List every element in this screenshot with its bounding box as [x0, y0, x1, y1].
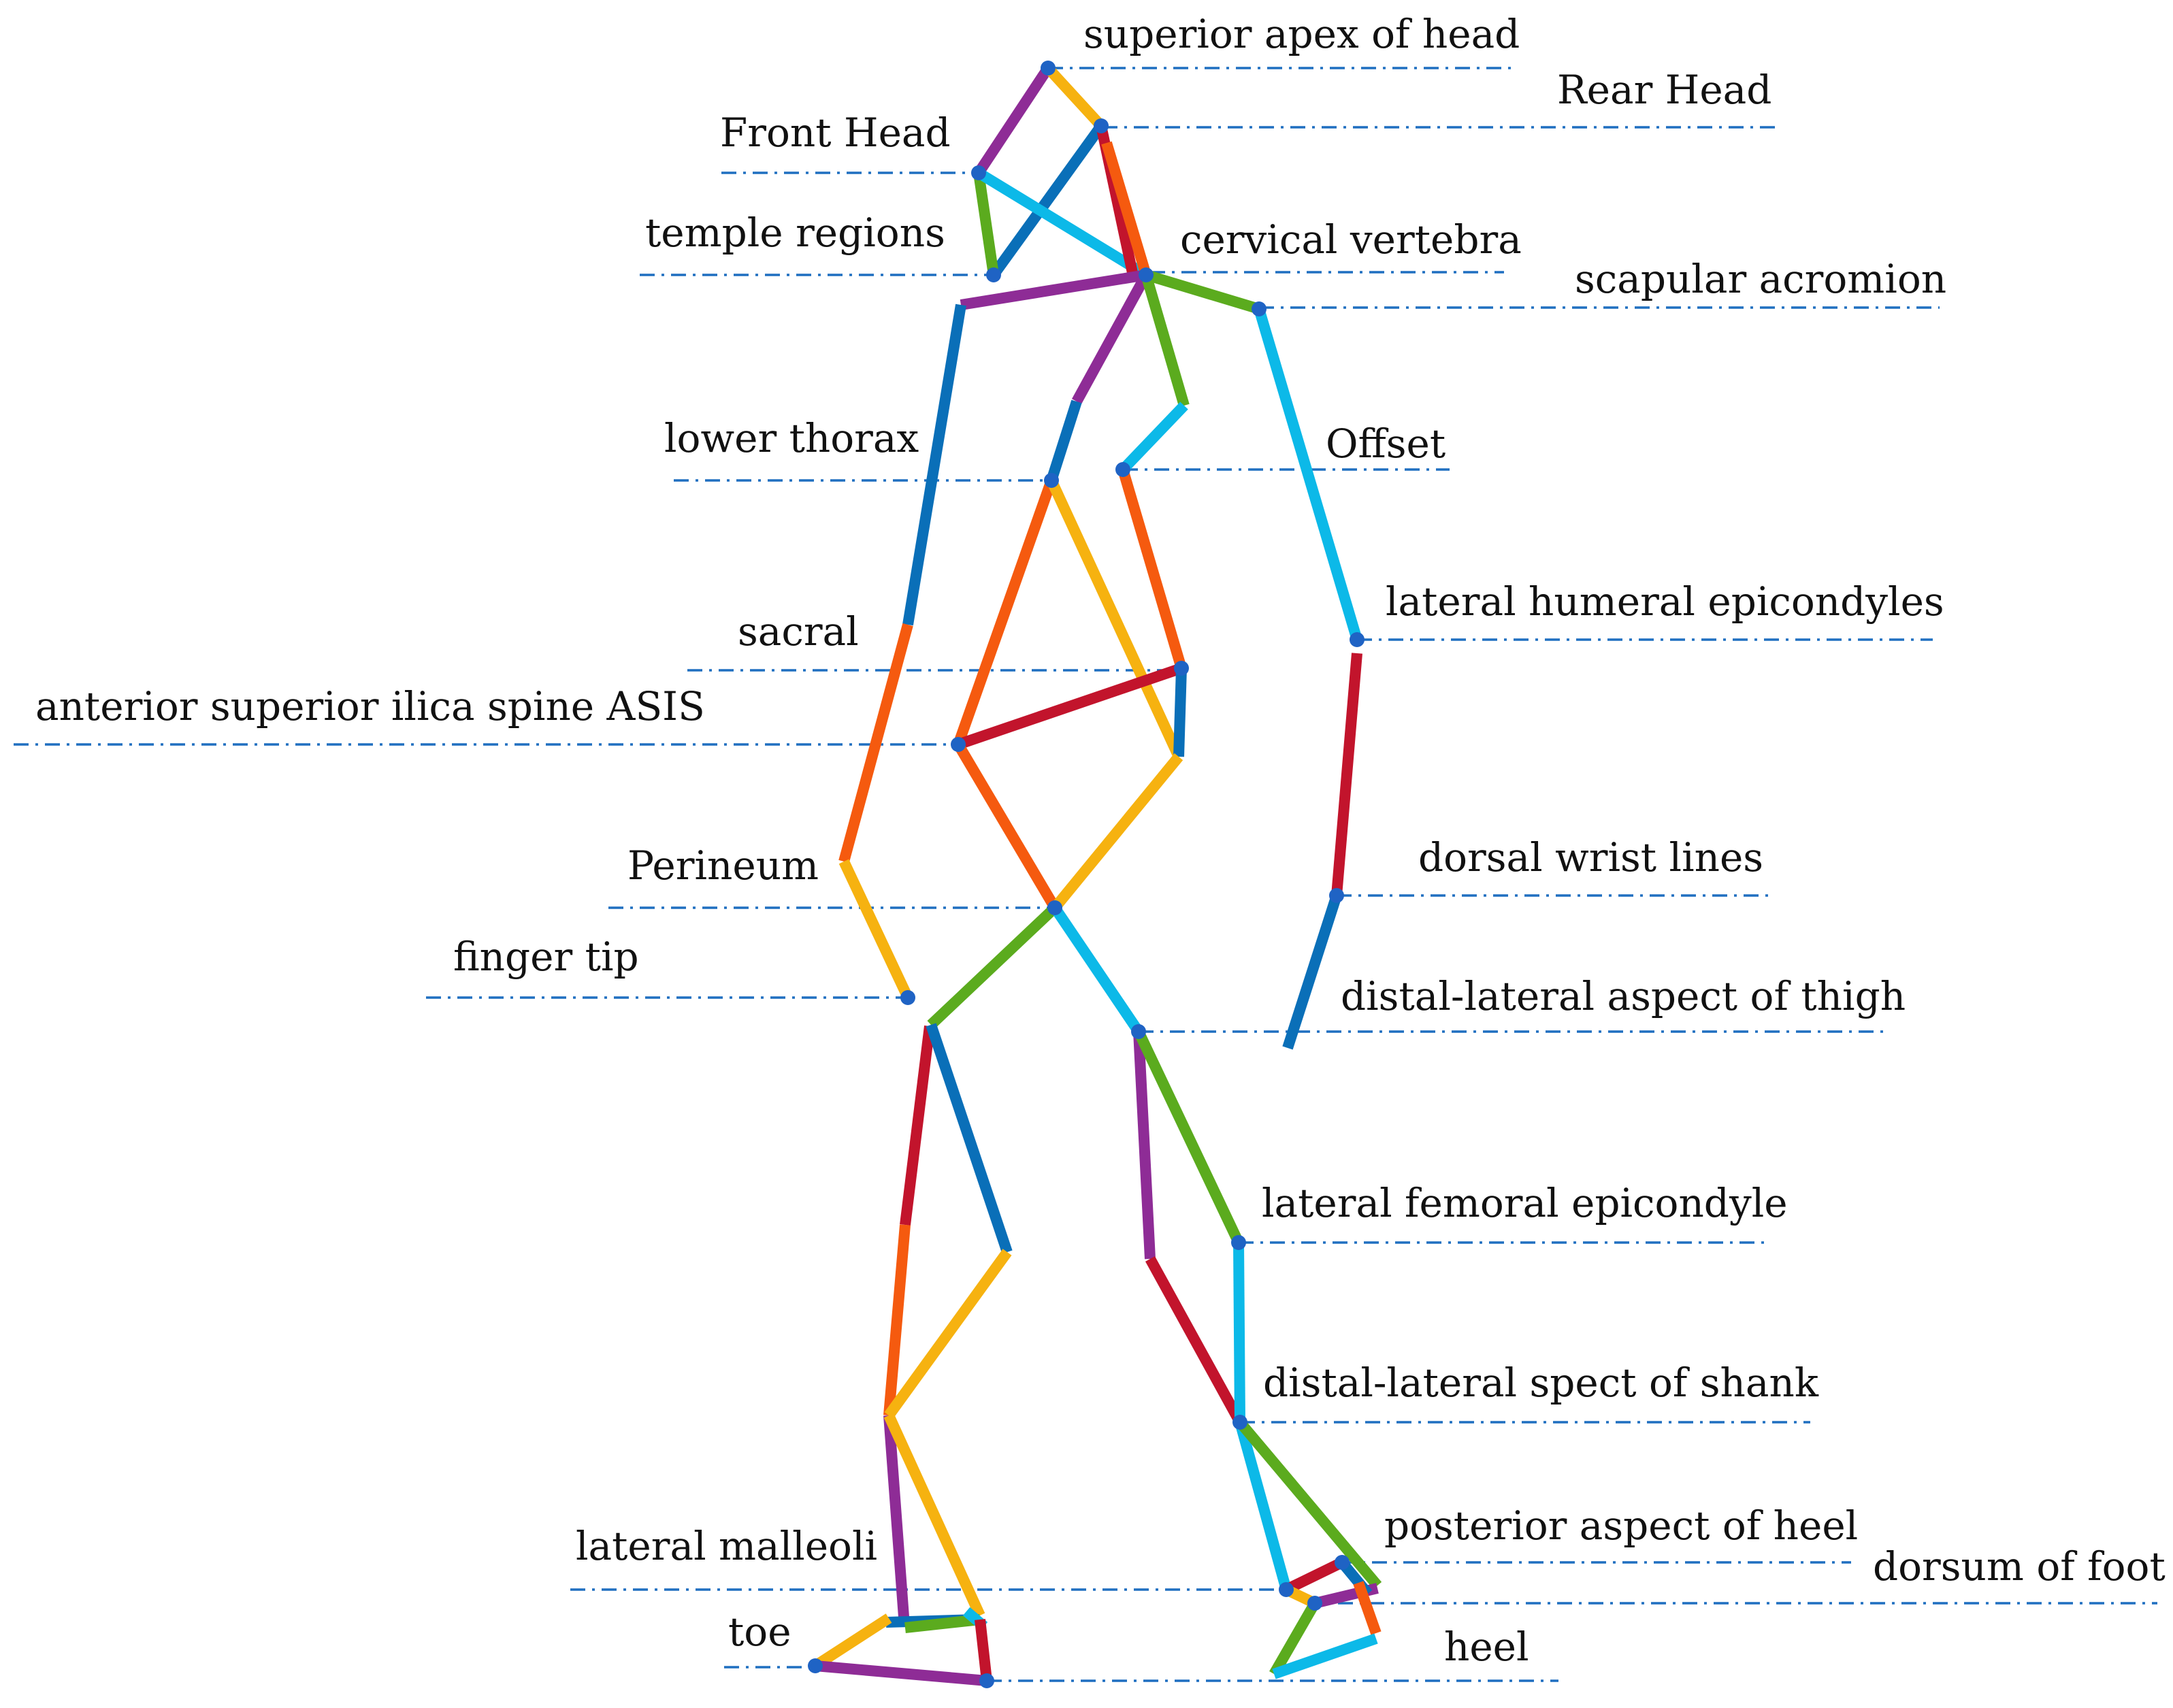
- bone-apex-fronthead: [974, 65, 1053, 176]
- label-heel: heel: [1444, 1624, 1529, 1670]
- bone-left-ankle-green: [904, 1614, 981, 1633]
- skeleton-bones: [812, 64, 1382, 1686]
- marker-toe: [808, 1658, 823, 1673]
- bone-asis-perineum: [953, 741, 1060, 911]
- bone-right-shank-c: [1235, 1418, 1382, 1590]
- marker-finger-tip: [900, 990, 915, 1005]
- label-offset: Offset: [1326, 421, 1445, 467]
- marker-rear-head: [1094, 118, 1109, 133]
- bone-spine-upper: [1071, 272, 1151, 404]
- marker-asis: [951, 737, 966, 752]
- marker-lateral-malleoli: [1279, 1582, 1294, 1597]
- bone-left-shank-b: [883, 1413, 985, 1618]
- label-scapular-acromion: scapular acromion: [1575, 256, 1946, 302]
- marker-heel: [979, 1673, 994, 1688]
- bone-left-shank-a: [883, 1415, 909, 1617]
- marker-dorsum-foot: [1307, 1596, 1322, 1611]
- bone-perineum-rightthigh: [1050, 904, 1143, 1035]
- bone-fronthead-temple: [973, 171, 999, 276]
- marker-labels: superior apex of head Rear Head Front He…: [35, 11, 2166, 1670]
- label-dorsum-foot: dorsum of foot: [1873, 1543, 2166, 1590]
- marker-acromion: [1252, 301, 1267, 316]
- bone-cervical-offset-b: [1119, 401, 1188, 474]
- bone-sacral-hip: [1173, 668, 1187, 757]
- label-finger-tip: finger tip: [453, 934, 639, 980]
- bone-left-ankle-toe: [812, 1613, 892, 1671]
- bone-offset-sacral: [1117, 467, 1187, 670]
- label-lateral-femoral: lateral femoral epicondyle: [1262, 1180, 1788, 1226]
- label-asis: anterior superior ilica spine ASIS: [35, 683, 705, 729]
- bone-left-upperarm: [902, 303, 966, 626]
- bone-asis-sacral: [956, 663, 1183, 750]
- label-posterior-heel: posterior aspect of heel: [1384, 1502, 1858, 1549]
- bone-thorax-asis: [953, 478, 1057, 746]
- bone-left-sole: [815, 1660, 987, 1686]
- label-lateral-humeral: lateral humeral epicondyles: [1386, 578, 1944, 625]
- bone-left-ankle-red: [975, 1619, 992, 1681]
- marker-lateral-femoral: [1231, 1235, 1246, 1250]
- marker-dorsal-wrist: [1329, 888, 1344, 903]
- bone-cervical-offset-a: [1141, 273, 1190, 408]
- bone-right-heel-green: [1269, 1600, 1320, 1677]
- label-sacral: sacral: [738, 608, 859, 655]
- bone-thorax-hip: [1046, 478, 1184, 759]
- bone-left-forearm: [838, 623, 913, 864]
- label-distal-shank: distal-lateral spect of shank: [1263, 1360, 1819, 1406]
- marker-distal-thigh: [1131, 1024, 1146, 1039]
- bone-right-forearm: [1331, 653, 1362, 896]
- label-rear-head: Rear Head: [1557, 67, 1771, 113]
- marker-front-head: [971, 165, 986, 180]
- bone-left-thigh-c: [926, 1023, 1013, 1254]
- bone-right-sole: [1272, 1633, 1378, 1679]
- bone-cervical-leftshoulder: [960, 269, 1147, 310]
- bone-spine-lower: [1046, 399, 1082, 482]
- bone-right-shank-b: [1235, 1420, 1292, 1592]
- label-front-head: Front Head: [720, 110, 951, 156]
- bone-right-heel-orange: [1353, 1581, 1382, 1635]
- label-dorsal-wrist: dorsal wrist lines: [1418, 834, 1763, 881]
- label-perineum: Perineum: [627, 842, 819, 889]
- bone-apex-rearhead: [1044, 64, 1105, 130]
- bone-left-hand: [838, 859, 913, 1000]
- bone-rearhead-temple: [989, 122, 1106, 278]
- bone-left-thigh-b: [883, 1224, 911, 1416]
- label-superior-apex: superior apex of head: [1083, 11, 1520, 57]
- marker-distal-shank: [1232, 1415, 1247, 1430]
- bone-hip-perineum: [1050, 753, 1183, 912]
- bone-rearhead-neck-b: [1101, 141, 1151, 277]
- marker-lower-thorax: [1044, 473, 1059, 488]
- marker-lateral-humeral: [1350, 632, 1365, 647]
- joint-markers: [808, 61, 1365, 1688]
- label-cervical-vertebra: cervical vertebra: [1180, 216, 1522, 263]
- bone-left-knee: [884, 1249, 1012, 1419]
- bone-right-upperarm: [1254, 307, 1362, 642]
- bone-right-heel-red: [1284, 1557, 1345, 1595]
- bone-right-shank-a: [1233, 1242, 1245, 1423]
- bone-perineum-leftthigh: [927, 904, 1059, 1029]
- label-lower-thorax: lower thorax: [664, 415, 919, 461]
- marker-offset: [1115, 462, 1130, 477]
- bone-fronthead-cervical: [975, 168, 1149, 280]
- bone-right-thigh-c: [1133, 1029, 1244, 1245]
- bone-cervical-acromion: [1144, 269, 1261, 314]
- marker-perineum: [1047, 900, 1062, 915]
- marker-superior-apex: [1041, 61, 1056, 76]
- label-distal-thigh: distal-lateral aspect of thigh: [1341, 973, 1906, 1019]
- label-temple-regions: temple regions: [645, 210, 945, 256]
- bone-left-thigh-a: [900, 1025, 935, 1226]
- marker-sacral: [1174, 661, 1189, 676]
- bone-right-thigh-a: [1133, 1031, 1156, 1260]
- label-lateral-malleoli: lateral malleoli: [576, 1523, 877, 1569]
- label-toe: toe: [728, 1609, 791, 1655]
- marker-posterior-heel: [1335, 1555, 1350, 1570]
- bone-right-thigh-b: [1145, 1256, 1245, 1425]
- marker-temple: [986, 267, 1001, 282]
- guide-lines: [14, 67, 2157, 1682]
- bone-right-hand: [1282, 893, 1342, 1050]
- marker-cervical: [1139, 267, 1154, 282]
